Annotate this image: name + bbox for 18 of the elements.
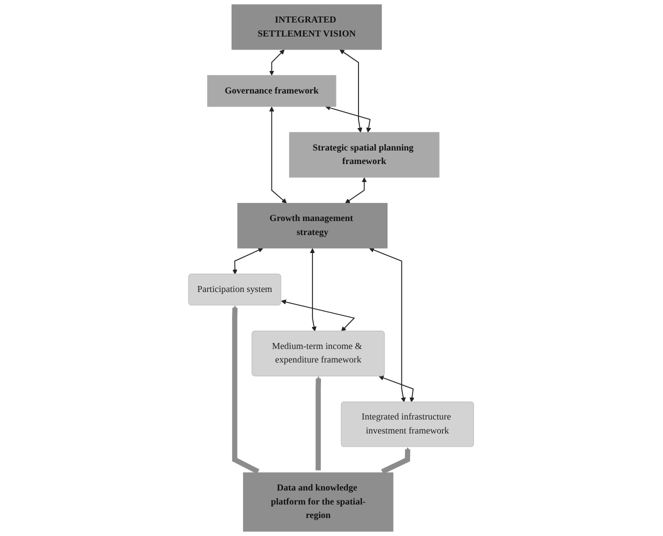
arrow <box>270 106 288 204</box>
arrow <box>345 177 368 204</box>
arrow <box>270 49 285 76</box>
node-box: Strategic spatial planning framework <box>290 132 440 178</box>
arrow <box>282 300 356 332</box>
node-box: Governance framework <box>208 75 337 107</box>
arrow <box>232 305 260 474</box>
arrow <box>340 49 363 133</box>
arrow <box>381 447 411 474</box>
arrow <box>310 248 317 332</box>
arrow <box>316 376 322 470</box>
node-box: Data and knowledge platform for the spatial-region <box>243 472 394 532</box>
arrow <box>379 376 415 402</box>
arrow <box>326 105 372 133</box>
arrow <box>369 248 406 402</box>
arrow <box>232 248 264 275</box>
node-box: Growth management strategy <box>238 202 388 248</box>
node-box: INTEGRATED SETTLEMENT VISION <box>232 4 382 50</box>
